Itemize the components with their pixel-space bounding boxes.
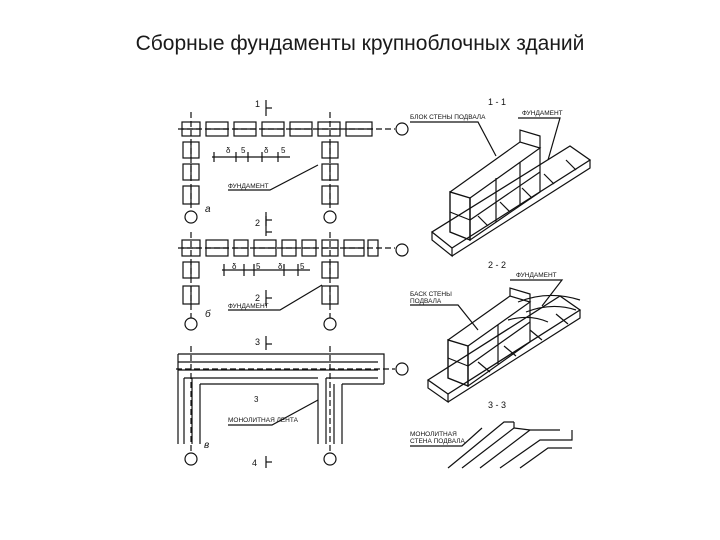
section-4-bottom: 4 (252, 458, 257, 468)
section-2-bottom: 2 (255, 293, 260, 303)
section-1-top: 1 (255, 99, 260, 109)
plan-b-marker: б (205, 308, 211, 320)
dim-label: 5 (300, 262, 305, 271)
dim-label: 5 (241, 146, 246, 155)
axis-bubble (395, 362, 409, 376)
section-3-3: 3 - 3 МОНОЛИТНАЯ СТЕНА ПОДВАЛА (410, 400, 573, 469)
dim-label: δ (278, 262, 283, 271)
plan-b-wall-blocks (181, 239, 379, 305)
section-2-2: 2 - 2 БАСК СТЕНЫ ПОДВАЛА ФУНДАМЕНТ (410, 260, 582, 404)
section-2-wall-label-1: БАСК СТЕНЫ (410, 291, 452, 298)
axis-bubble (395, 122, 409, 136)
dim-label: δ (264, 146, 269, 155)
dim-label: 5 (256, 262, 261, 271)
section-3-wall-label-2: СТЕНА ПОДВАЛА (410, 438, 465, 445)
plan-a-found-label: ФУНДАМЕНТ (228, 183, 269, 190)
plan-c-marker: в (204, 440, 209, 451)
plan-a: 1 δ 5 δ 5 ФУНДАМЕНТ а (178, 99, 409, 226)
section-1-title: 1 - 1 (488, 97, 506, 107)
axis-bubble (323, 210, 337, 224)
section-1-found-label: ФУНДАМЕНТ (522, 110, 563, 117)
section-2-wall-label-2: ПОДВАЛА (410, 298, 442, 305)
section-3-wall-label-1: МОНОЛИТНАЯ (410, 431, 457, 438)
plan-b-found-label: ФУНДАМЕНТ (228, 303, 269, 310)
section-2-top: 2 (255, 218, 260, 228)
dim-label: 5 (281, 146, 286, 155)
axis-bubble (184, 210, 198, 224)
slide-title: Сборные фундаменты крупноблочных зданий (135, 32, 585, 55)
section-1-1: 1 - 1 БЛОК СТЕНЫ ПОДВАЛА ФУНДАМЕНТ (410, 97, 592, 258)
section-1-wall-label: БЛОК СТЕНЫ ПОДВАЛА (410, 114, 486, 121)
section-2-title: 2 - 2 (488, 260, 506, 270)
plan-a-marker: а (205, 204, 211, 215)
axis-bubble (184, 452, 198, 466)
dim-label: δ (232, 262, 237, 271)
axis-bubble (323, 452, 337, 466)
axis-bubble (323, 317, 337, 331)
axis-bubble (395, 243, 409, 257)
plan-c: 3 4 3 МОНОЛИТНАЯ ЛЕНТА в (176, 336, 409, 468)
plan-c-strip-label: МОНОЛИТНАЯ ЛЕНТА (228, 417, 299, 424)
section-2-found-label: ФУНДАМЕНТ (516, 272, 557, 279)
section-3-title: 3 - 3 (488, 400, 506, 410)
plan-a-wall-blocks (181, 121, 373, 205)
dim-label: δ (226, 146, 231, 155)
plan-b: 2 2 δ 5 δ 5 ФУНДАМЕНТ б (178, 216, 409, 331)
axis-bubble (184, 317, 198, 331)
section-3-mid: 3 (254, 395, 259, 404)
section-3-top: 3 (255, 337, 260, 347)
